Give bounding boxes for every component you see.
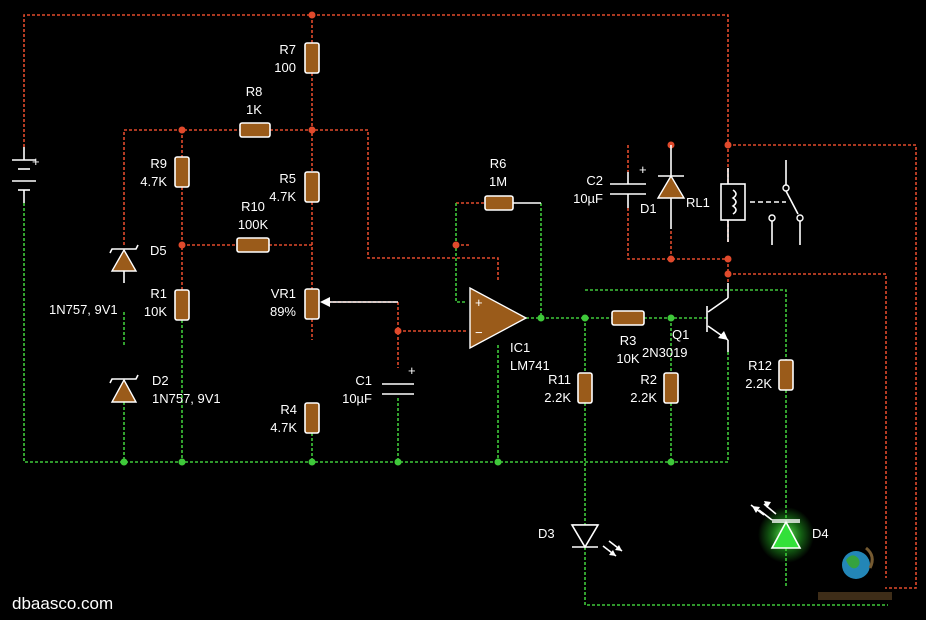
svg-text:1K: 1K [246,102,262,117]
resistor-r4: R4 4.7K [270,402,320,435]
resistor-r10: R10 100K [236,199,270,253]
svg-text:4.7K: 4.7K [270,420,297,435]
battery-symbol: + [12,147,40,203]
svg-text:C2: C2 [586,173,603,188]
svg-text:100: 100 [274,60,296,75]
svg-text:VR1: VR1 [271,286,296,301]
resistor-r11: R11 2.2K [544,372,593,405]
resistor-r3: R3 10K [611,310,645,366]
svg-text:10K: 10K [144,304,167,319]
svg-text:D2: D2 [152,373,169,388]
resistor-r7: R7 100 [274,42,320,75]
svg-text:1N757, 9V1: 1N757, 9V1 [152,391,221,406]
svg-text:+: + [408,363,416,378]
svg-text:C1: C1 [355,373,372,388]
svg-text:2.2K: 2.2K [745,376,772,391]
svg-text:R5: R5 [279,171,296,186]
resistor-r5: R5 4.7K [269,171,320,204]
svg-text:R2: R2 [640,372,657,387]
svg-text:R12: R12 [748,358,772,373]
svg-text:R9: R9 [150,156,167,171]
led-d4: D4 [750,501,829,563]
svg-text:R3: R3 [620,333,637,348]
transistor-q1: Q1 2N3019 [642,283,729,360]
junction-dots [120,11,732,466]
svg-text:4.7K: 4.7K [269,189,296,204]
svg-text:D5: D5 [150,243,167,258]
svg-text:100K: 100K [238,217,269,232]
svg-text:R1: R1 [150,286,167,301]
watermark-logo [818,546,892,600]
resistor-r8: R8 1K [239,84,271,138]
site-credit: dbaasco.com [12,594,114,613]
svg-text:R8: R8 [246,84,263,99]
svg-text:10µF: 10µF [342,391,372,406]
svg-text:R4: R4 [280,402,297,417]
op-amp-ic1: + − IC1 LM741 [469,286,550,373]
svg-text:89%: 89% [270,304,296,319]
svg-text:R6: R6 [490,156,507,171]
svg-text:LM741: LM741 [510,358,550,373]
svg-text:Q1: Q1 [672,327,689,342]
ground-wires [23,203,888,606]
resistor-r2: R2 2.2K [630,372,679,405]
svg-text:−: − [475,325,483,340]
svg-text:IC1: IC1 [510,340,530,355]
resistor-r6: R6 1M [484,156,541,211]
resistor-r9: R9 4.7K [140,156,190,189]
svg-text:2N3019: 2N3019 [642,345,688,360]
zener-diode-d5: D5 1N757, 9V1 [49,243,167,317]
led-d3: D3 [538,524,623,557]
resistor-r1: R1 10K [144,286,190,321]
svg-text:10µF: 10µF [573,191,603,206]
svg-text:4.7K: 4.7K [140,174,167,189]
svg-text:R10: R10 [241,199,265,214]
svg-text:+: + [475,295,483,310]
svg-text:RL1: RL1 [686,195,710,210]
svg-text:R7: R7 [279,42,296,57]
svg-text:D1: D1 [640,201,657,216]
zener-diode-d2: D2 1N757, 9V1 [109,373,221,406]
svg-text:2.2K: 2.2K [630,390,657,405]
svg-text:D3: D3 [538,526,555,541]
battery-plus-sign: + [32,154,40,169]
svg-text:D4: D4 [812,526,829,541]
resistor-r12: R12 2.2K [745,358,794,391]
capacitor-c1: + C1 10µF [342,363,416,406]
relay-rl1: RL1 [686,160,804,245]
svg-text:R11: R11 [548,372,571,387]
capacitor-c2: + C2 10µF [573,162,647,208]
svg-text:1N757, 9V1: 1N757, 9V1 [49,302,118,317]
svg-text:2.2K: 2.2K [544,390,571,405]
svg-text:1M: 1M [489,174,507,189]
svg-text:10K: 10K [616,351,639,366]
potentiometer-vr1: VR1 89% [270,286,398,320]
svg-text:+: + [639,162,647,177]
diode-d1: D1 [640,145,686,229]
